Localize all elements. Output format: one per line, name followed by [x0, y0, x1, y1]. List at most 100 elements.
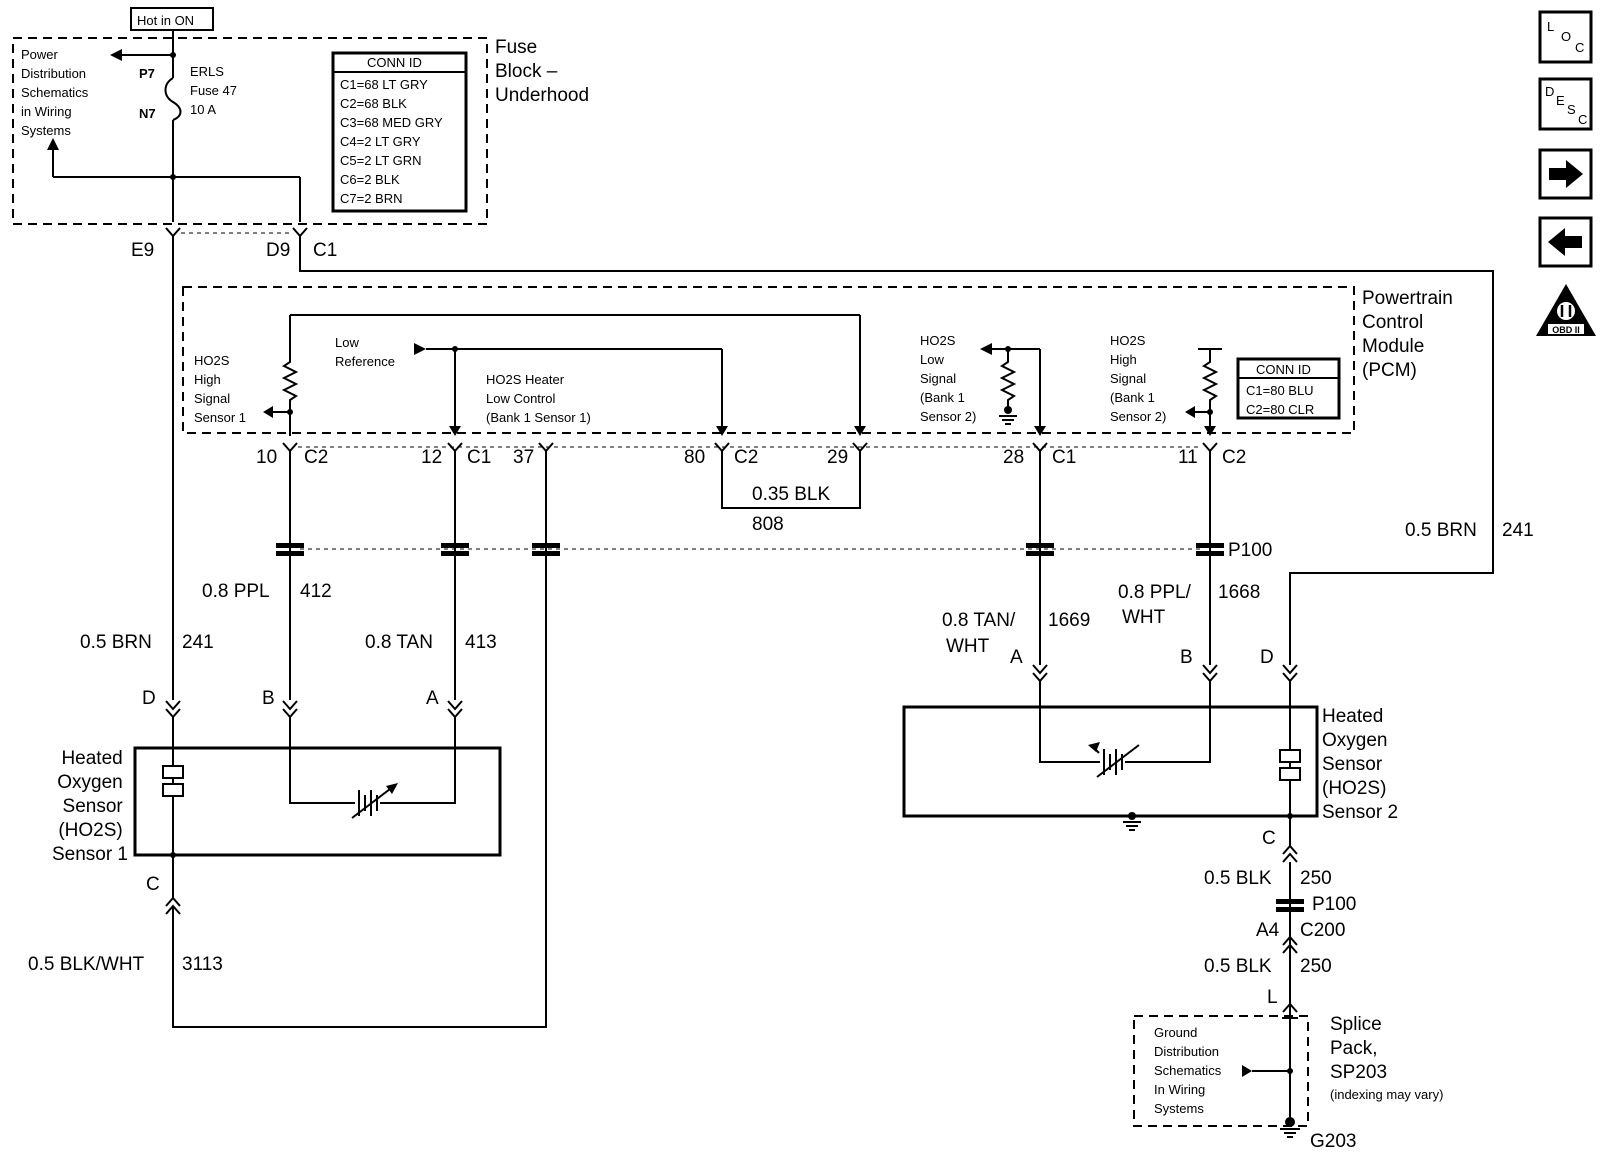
- jumper-808: 0.35 BLK 808: [721, 451, 861, 535]
- svg-text:L: L: [1547, 19, 1554, 34]
- pin-a4: A4: [1256, 920, 1280, 941]
- inline-connector-icon: [1276, 899, 1304, 912]
- fuse-47-label: ERLS Fuse 47 10 A: [190, 64, 241, 117]
- wire-05-blk: 0.5 BLK: [1204, 868, 1272, 889]
- pin-b: B: [262, 688, 275, 709]
- circuit-413: 413: [465, 632, 497, 653]
- arrow-down-icon: [716, 426, 728, 436]
- sensor-2-title: Heated Oxygen Sensor (HO2S) Sensor 2: [1322, 706, 1398, 823]
- wire-05-brn: 0.5 BRN: [1405, 520, 1477, 541]
- pcm-module: Powertrain Control Module (PCM) CONN ID …: [182, 286, 1458, 436]
- svg-text:E: E: [1556, 93, 1565, 108]
- connector-icon: [1282, 844, 1298, 863]
- sensor-1-title: Heated Oxygen Sensor (HO2S) Sensor 1: [52, 748, 128, 865]
- fuse-conn-id-table: [331, 51, 468, 213]
- power-distribution-ref: Power Distribution Schematics in Wiring …: [21, 47, 92, 138]
- obd-circle-icon: [1557, 302, 1575, 320]
- pin-l: L: [1267, 987, 1278, 1008]
- splice-dot: [170, 852, 176, 858]
- description-button[interactable]: D E S C: [1538, 77, 1593, 131]
- pin-n7: N7: [139, 106, 156, 121]
- pcm-title: Powertrain Control Module (PCM): [1362, 288, 1458, 381]
- sensor-2-body: [902, 705, 1319, 818]
- sensor-element-wire: [1039, 681, 1211, 763]
- pin-p7: P7: [139, 66, 155, 81]
- splice-dot: [170, 52, 176, 58]
- next-page-button[interactable]: [1538, 148, 1593, 200]
- fuse-block-underhood: Hot in ON Power Distribution Schematics …: [12, 7, 589, 225]
- location-button[interactable]: L O C: [1538, 10, 1593, 64]
- pin-11: 11: [1178, 447, 1198, 468]
- pin-e9: E9: [131, 240, 154, 261]
- pcm-conn-id-table: [1236, 357, 1341, 420]
- splice-pack-title: Splice Pack, SP203: [1330, 1014, 1387, 1083]
- ho2s-high-signal-s1-label: HO2S High Signal Sensor 1: [194, 353, 246, 425]
- splice-pack-sp203: Ground Distribution Schematics In Wiring…: [1133, 1014, 1443, 1152]
- pin-d: D: [142, 688, 156, 709]
- hot-in-on-label: Hot in ON: [137, 13, 194, 28]
- fuse-block-connectors: E9 D9 C1: [131, 227, 337, 261]
- inline-connector-icon: [276, 543, 1224, 556]
- pcm-conn-title: CONN ID: [1256, 362, 1311, 377]
- arrow-right-icon: [414, 343, 426, 355]
- pcm-connectors: 10 C2 12 C1 37 80 C2 29 28 C1 11 C2: [256, 442, 1246, 468]
- previous-page-button[interactable]: [1538, 216, 1593, 268]
- variable-cell-icon: [351, 783, 398, 819]
- arrow-right-icon: [1242, 1065, 1252, 1077]
- ground-icon: [1280, 1117, 1300, 1138]
- resistor-icon: [1201, 349, 1219, 432]
- arrow-down-icon: [1204, 426, 1216, 436]
- conn-c2: C2: [734, 447, 758, 468]
- jumper-wire: [721, 451, 861, 509]
- splice-dot: [1287, 813, 1293, 819]
- circuit-241: 241: [1502, 520, 1534, 541]
- wire-035-blk: 0.35 BLK: [752, 484, 830, 505]
- pcm-outline: [182, 286, 1355, 434]
- svg-text:C: C: [1578, 112, 1587, 127]
- wire-08-tan: 0.8 TAN: [365, 632, 433, 653]
- ho2s-high-signal-s2-label: HO2S High Signal (Bank 1 Sensor 2): [1110, 333, 1166, 424]
- pin-28: 28: [1003, 447, 1024, 468]
- conn-c2: C2: [304, 447, 328, 468]
- connector-icon: [165, 700, 181, 719]
- svg-text:O: O: [1561, 29, 1571, 44]
- p100-inline-top: P100: [276, 540, 1272, 561]
- p100-label: P100: [1228, 540, 1272, 561]
- pin-c: C: [1262, 828, 1276, 849]
- resistor-icon: [281, 315, 299, 436]
- pcm-conn-list: C1=80 BLU C2=80 CLR: [1246, 383, 1317, 417]
- conn-c1: C1: [1052, 447, 1076, 468]
- arrow-left-icon: [110, 49, 122, 61]
- heater-element-icon: [162, 765, 184, 797]
- resistor-icon: [999, 349, 1017, 408]
- circuit-241: 241: [182, 632, 214, 653]
- arrow-down-icon: [1034, 426, 1046, 436]
- svg-text:S: S: [1567, 102, 1576, 117]
- ground-icon: [999, 406, 1017, 425]
- wire-05-blk-wht: 0.5 BLK/WHT: [28, 954, 145, 975]
- connector-icon: [1282, 935, 1298, 954]
- circuit-250: 250: [1300, 956, 1332, 977]
- wire-3113: [172, 451, 547, 1028]
- svg-text:C: C: [1575, 40, 1584, 55]
- circuit-808: 808: [752, 514, 784, 535]
- pin-d9: D9: [266, 240, 290, 261]
- arrow-up-icon: [47, 138, 59, 150]
- wire-08-tan-wht: 0.8 TAN/ WHT: [942, 610, 1021, 657]
- pin-37: 37: [513, 447, 534, 468]
- conn-c200: C200: [1300, 920, 1345, 941]
- fuse-icon: [164, 77, 182, 121]
- connector-icon: [165, 896, 181, 915]
- connector-icon: [1282, 664, 1298, 683]
- p100-label: P100: [1312, 894, 1356, 915]
- fuse-block-title: Fuse Block – Underhood: [495, 37, 589, 106]
- obd-ii-badge[interactable]: OBD II: [1536, 284, 1596, 336]
- wire-241-right: [299, 236, 1494, 665]
- wire-08-ppl-wht: 0.8 PPL/ WHT: [1118, 582, 1196, 628]
- circuit-1669: 1669: [1048, 610, 1090, 631]
- heater-low-control-label: HO2S Heater Low Control (Bank 1 Sensor 1…: [486, 372, 591, 425]
- splice-pack-outline: [1133, 1015, 1309, 1127]
- sensor-1-body: [133, 746, 502, 857]
- low-reference-label: Low Reference: [335, 335, 395, 369]
